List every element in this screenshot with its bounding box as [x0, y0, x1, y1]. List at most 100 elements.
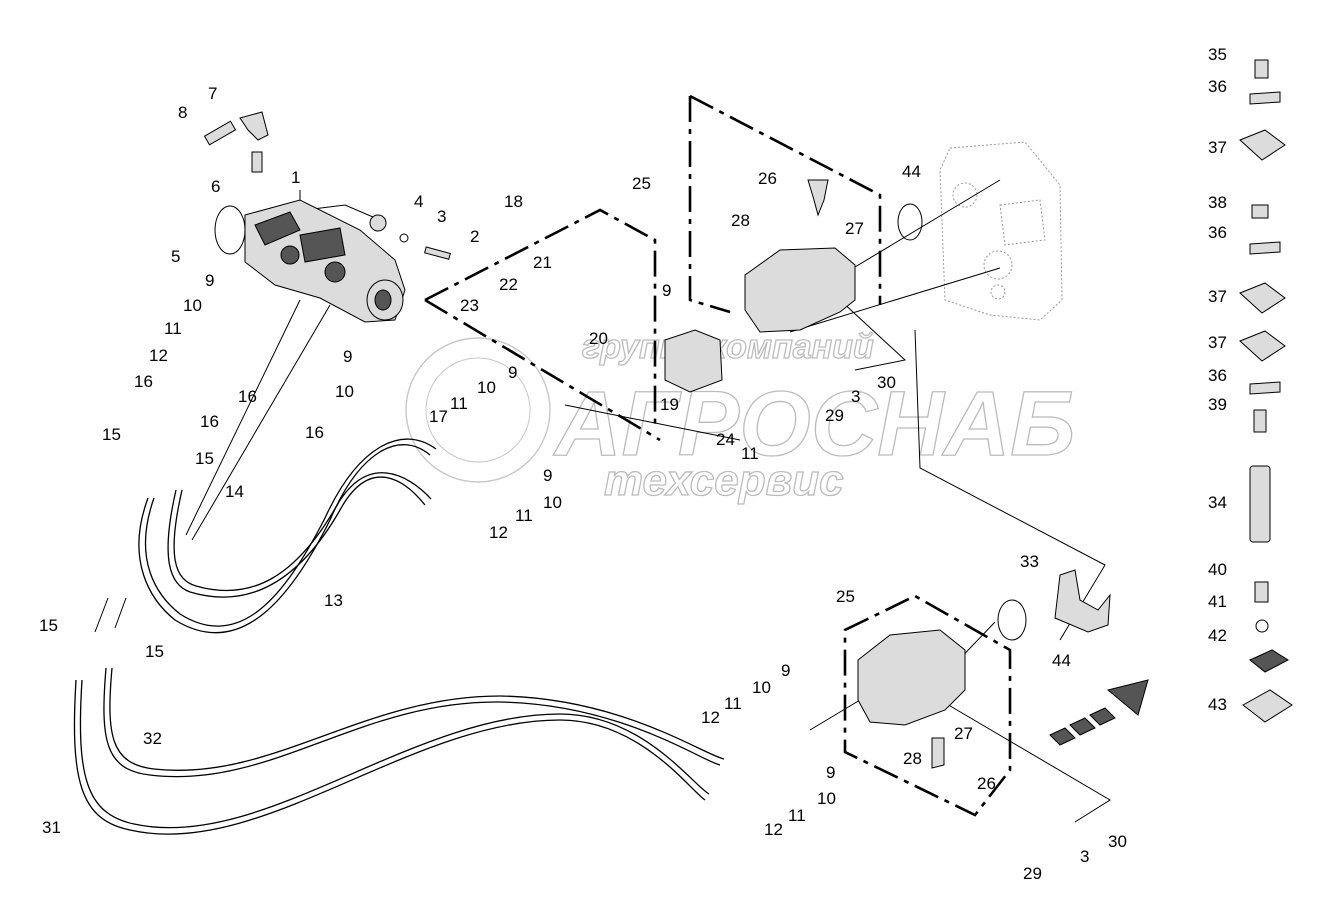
clamp-37 [1239, 129, 1286, 161]
callout: 36 [1208, 366, 1227, 385]
valve-block-19 [664, 329, 723, 393]
callout: 1 [291, 168, 300, 187]
callout: 20 [589, 329, 608, 348]
callout: 11 [164, 319, 182, 338]
callout: 25 [836, 587, 855, 606]
callout: 11 [724, 694, 742, 713]
callout: 10 [477, 378, 496, 397]
callout: 15 [102, 425, 121, 444]
washer-3 [399, 233, 409, 243]
o-ring-44-top [897, 203, 923, 241]
callout: 31 [42, 818, 61, 837]
watermark: группа компаний АГРОСНАБ техсервис [405, 327, 1076, 506]
callout: 21 [533, 253, 552, 272]
o-ring-44-bottom [997, 599, 1027, 641]
callout: 15 [195, 449, 214, 468]
callout: 9 [781, 661, 790, 680]
callout: 37 [1208, 138, 1227, 157]
callout: 43 [1208, 695, 1227, 714]
callout: 29 [1023, 864, 1042, 883]
elbow-7 [239, 111, 269, 141]
callout: 16 [200, 412, 219, 431]
clamp-43 [1242, 689, 1293, 723]
callout: 11 [741, 444, 759, 463]
callout: 44 [902, 162, 921, 181]
callout: 16 [305, 423, 324, 442]
callout: 29 [825, 406, 844, 425]
callout: 11 [450, 394, 468, 413]
callout: 7 [208, 84, 217, 103]
callout: 33 [1020, 552, 1039, 571]
callout: 30 [877, 373, 896, 392]
callout: 35 [1208, 45, 1227, 64]
callout: 9 [543, 466, 552, 485]
callout: 10 [752, 678, 771, 697]
callout: 17 [429, 407, 448, 426]
callout: 6 [211, 177, 220, 196]
right-column-hardware [1249, 59, 1281, 633]
watermark-emblem [405, 337, 551, 483]
components [203, 111, 1293, 769]
callout: 9 [826, 763, 835, 782]
callout: 28 [903, 749, 922, 768]
callout: 25 [632, 174, 651, 193]
callout: 9 [508, 363, 517, 382]
callout: 19 [660, 395, 679, 414]
callout: 27 [954, 724, 973, 743]
motor-top [744, 247, 856, 333]
callout: 22 [499, 275, 518, 294]
callout: 37 [1208, 333, 1227, 352]
box-25-bottom [843, 594, 1012, 817]
callout: 28 [731, 211, 750, 230]
callout: 11 [788, 806, 806, 825]
callout: 40 [1208, 560, 1227, 579]
callout-labels: 1 2 3 3 3 4 5 6 7 8 9 9 9 9 9 9 9 10 10 … [39, 45, 1227, 883]
pump-assembly [244, 199, 406, 323]
clamp-37c [1239, 330, 1286, 362]
o-ring-5 [214, 205, 246, 255]
group-boxes [424, 94, 1012, 817]
callout: 38 [1208, 193, 1227, 212]
watermark-line1: группа компаний [582, 328, 874, 366]
callout: 14 [225, 482, 244, 501]
callout: 12 [489, 523, 508, 542]
arrow-right [1049, 679, 1149, 746]
hoses [73, 299, 725, 835]
callout: 36 [1208, 77, 1227, 96]
callout: 5 [171, 247, 180, 266]
motor-bottom [857, 629, 966, 726]
callout: 3 [851, 387, 860, 406]
gearbox-outline [939, 141, 1063, 321]
callout: 9 [662, 281, 671, 300]
callout: 11 [515, 506, 533, 525]
callout: 26 [758, 169, 777, 188]
callout: 9 [343, 347, 352, 366]
callout: 26 [977, 774, 996, 793]
callout: 10 [543, 493, 562, 512]
callout: 30 [1108, 832, 1127, 851]
watermark-line3: техсервис [604, 456, 844, 505]
box-25-top [688, 94, 882, 314]
callout: 24 [716, 430, 735, 449]
callout: 42 [1208, 626, 1227, 645]
bolt-2 [424, 246, 451, 260]
fitting-8 [203, 120, 237, 146]
callout: 10 [183, 296, 202, 315]
callout: 9 [205, 271, 214, 290]
callout: 23 [460, 296, 479, 315]
callout: 15 [145, 642, 164, 661]
callout: 13 [324, 591, 343, 610]
callout: 32 [143, 729, 162, 748]
callout: 37 [1208, 287, 1227, 306]
callout: 39 [1208, 395, 1227, 414]
fitting-6 [251, 151, 263, 173]
callout: 41 [1208, 592, 1227, 611]
callout: 3 [1080, 847, 1089, 866]
sleeve-34 [1249, 465, 1271, 543]
callout: 16 [134, 372, 153, 391]
callout: 8 [178, 103, 187, 122]
callout: 36 [1208, 223, 1227, 242]
bracket-33 [1054, 569, 1111, 633]
callout: 18 [504, 192, 523, 211]
callout: 16 [238, 387, 257, 406]
